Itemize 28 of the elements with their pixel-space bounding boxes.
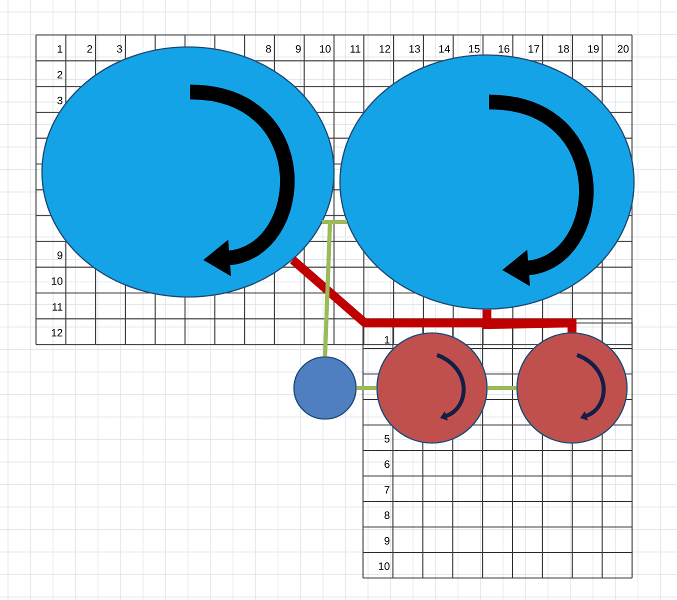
connector-line [488, 386, 516, 390]
grid-number: 8 [266, 45, 271, 53]
ellipse-with-arrow-drawing [41, 46, 335, 298]
circle-with-arrow-drawing [516, 332, 628, 444]
grid-number: 7 [384, 486, 390, 494]
circle [293, 356, 357, 420]
grid-number: 11 [350, 45, 360, 53]
grid-number: 10 [320, 45, 331, 53]
grid-number: 5 [384, 435, 390, 443]
grid-number: 2 [87, 45, 92, 53]
grid-number: 3 [116, 45, 122, 53]
grid-number: 1 [58, 45, 62, 53]
connector-line [356, 386, 376, 390]
grid-number: 2 [57, 70, 62, 78]
grid-number: 6 [384, 460, 390, 468]
grid-number: 12 [52, 328, 62, 336]
grid-number: 8 [384, 511, 390, 519]
connector-line [482, 310, 576, 332]
grid-number: 10 [378, 562, 390, 570]
grid-number: 9 [296, 45, 301, 53]
grid-number: 9 [57, 252, 62, 260]
circle-with-arrow-drawing [376, 332, 488, 444]
grid-number: 3 [57, 96, 62, 104]
grid-number: 10 [52, 277, 62, 285]
grid-number: 1 [384, 336, 390, 344]
ellipse-with-arrow-drawing [339, 54, 635, 310]
grid-number: 9 [384, 537, 390, 545]
connector-line [323, 220, 347, 356]
